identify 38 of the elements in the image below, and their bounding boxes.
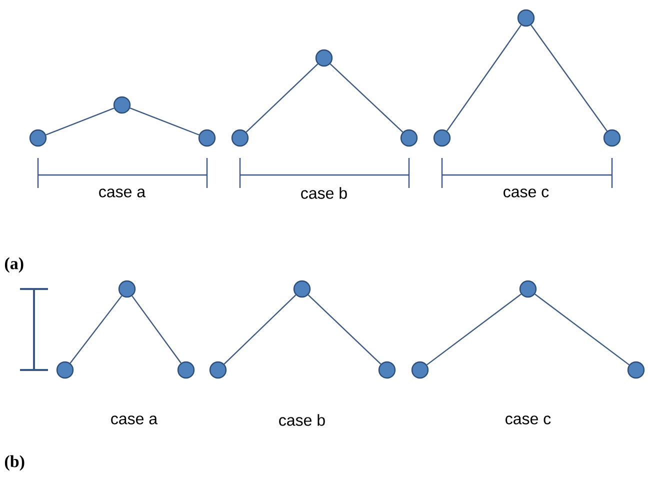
case-label: case b [279,414,325,426]
line [426,294,522,366]
line [308,294,382,364]
circle-node [378,361,396,379]
circle-node [627,361,645,379]
circle-node [113,96,131,114]
circle-node [56,361,74,379]
line [330,63,404,133]
circle-node [293,280,311,298]
line [224,294,296,364]
circle-node [209,361,227,379]
circle-node [29,129,47,147]
case-label: case a [99,188,146,198]
line [534,294,630,366]
circle-node [517,9,535,27]
panel-label: (b) [4,455,24,471]
circle-node [315,49,333,67]
line [530,24,608,132]
line [132,296,182,364]
circle-node [433,129,451,147]
circle-node [177,361,195,379]
line [446,24,522,132]
circle-node [198,129,216,147]
line [46,108,114,136]
line [246,63,318,132]
case-label: case c [506,416,551,424]
line [130,108,200,136]
line [70,295,122,364]
circle-node [118,280,136,298]
case-label: case c [504,188,549,198]
case-label: case b [301,187,347,199]
case-label: case a [111,416,158,424]
panel-label: (a) [4,257,24,273]
circle-node [400,129,418,147]
circle-node [519,280,537,298]
circle-node [603,129,621,147]
circle-node [411,361,429,379]
circle-node [231,129,249,147]
